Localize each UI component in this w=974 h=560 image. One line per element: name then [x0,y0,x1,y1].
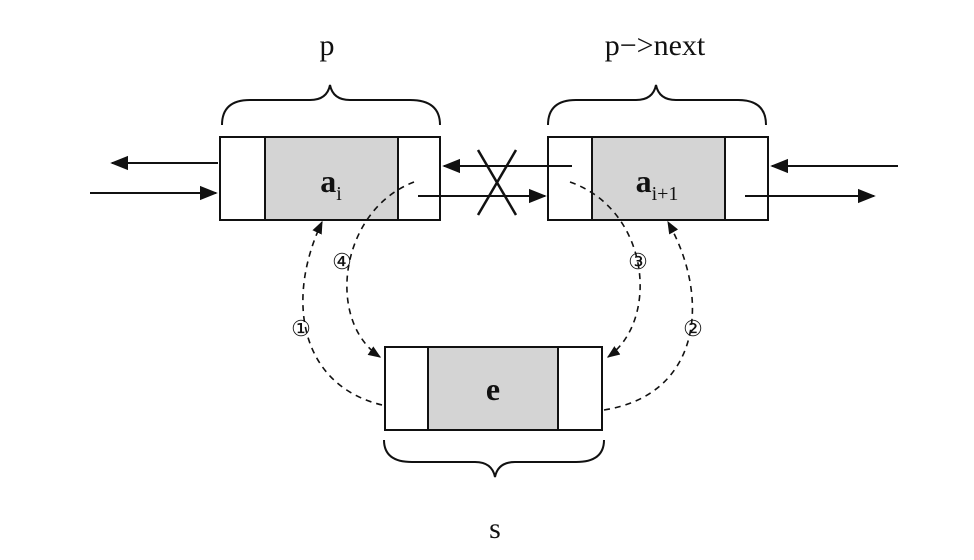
dashed-link-step-2 [603,220,694,411]
node-ai-next-field [397,136,441,221]
node-ai1-label: ai+1 [636,163,679,205]
label-p-next: p−>next [605,29,706,62]
node-ai1-prior-field [547,136,593,221]
node-e: e [384,346,603,431]
node-ai-prior-field [219,136,266,221]
brace-p-next [547,84,767,126]
label-p: p [320,29,335,62]
node-ai-plus-1: ai+1 [547,136,769,221]
node-ai: ai [219,136,441,221]
node-ai-data-field [264,136,399,221]
cross-out-mark [476,149,518,216]
dashed-link-step-3 [569,181,641,358]
node-e-data-field [427,346,559,431]
node-e-prior-field [384,346,429,431]
brace-p [221,84,441,126]
node-e-label: e [486,371,500,407]
dashed-link-step-4 [346,181,415,358]
step-label-4: ④ [332,249,352,274]
node-ai1-next-field [724,136,769,221]
step-label-1: ① [291,316,311,341]
step-label-3: ③ [628,249,648,274]
node-e-next-field [557,346,603,431]
label-s: s [489,512,501,545]
dashed-link-step-1 [302,220,383,406]
brace-s [383,439,605,478]
node-ai-label: ai [320,163,342,205]
node-ai1-data-field [591,136,726,221]
step-label-2: ② [683,316,703,341]
